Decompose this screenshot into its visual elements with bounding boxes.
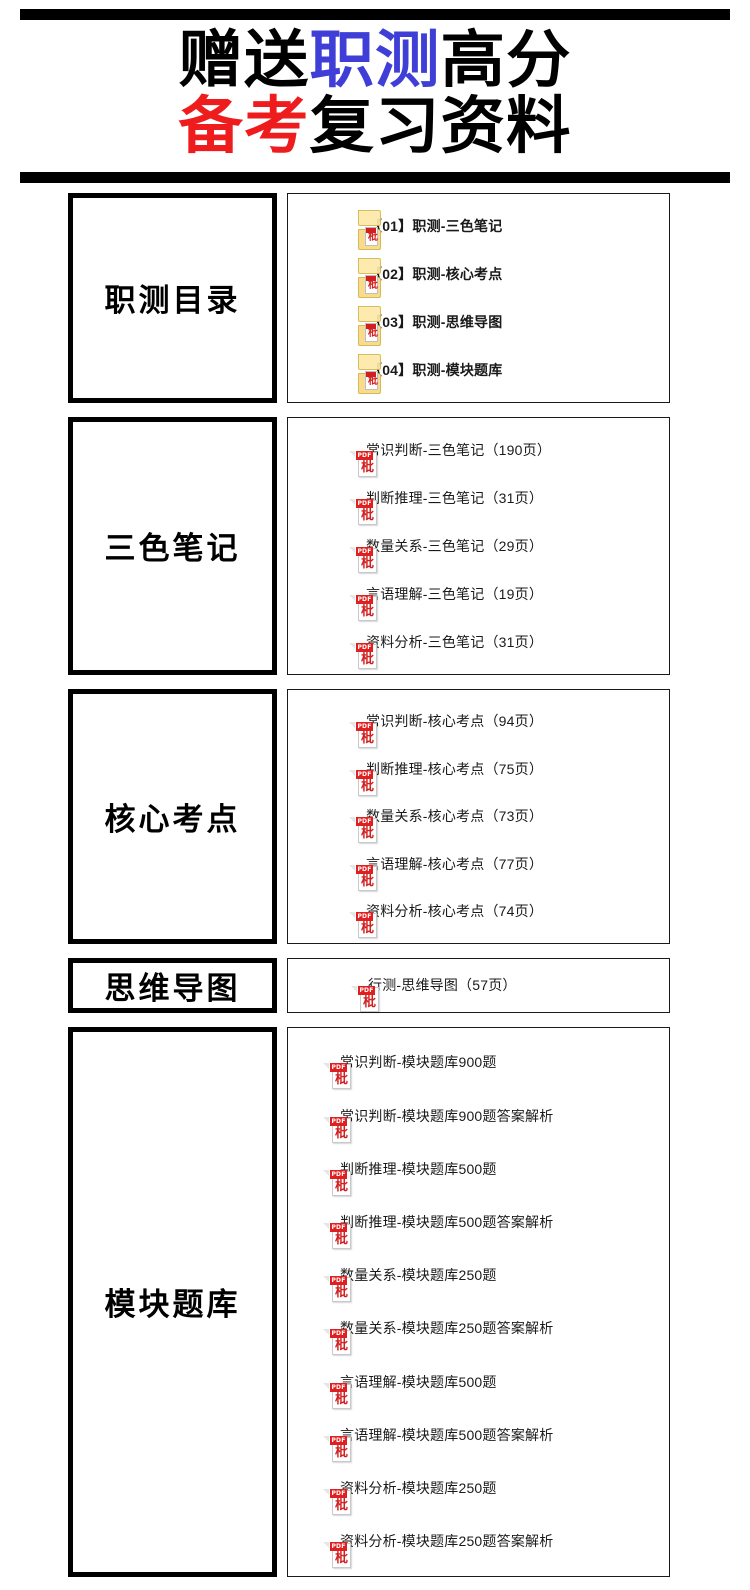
list-item[interactable]: 枇【04】职测-模块题库 [312, 346, 669, 394]
section-label-text: 职测目录 [104, 283, 241, 320]
section-label-text: 模块题库 [104, 1287, 241, 1324]
section-label-box: 模块题库 [68, 1026, 277, 1577]
list-item[interactable]: 枇【01】职测-三色笔记 [312, 202, 669, 250]
list-item-label: 资料分析-三色笔记（31页） [366, 633, 544, 650]
list-item-label: 【02】职测-核心考点 [368, 265, 503, 282]
title-line-2: 备考复习资料 [0, 93, 750, 158]
list-item-label: 【01】职测-三色笔记 [368, 217, 503, 234]
page-title: 赠送职测高分 备考复习资料 [0, 20, 750, 160]
header-rule-top [20, 9, 730, 20]
title-segment-black: 高分 [440, 23, 572, 96]
section-label-box: 三色笔记 [68, 416, 277, 675]
list-item-label: 数量关系-三色笔记（29页） [366, 537, 544, 554]
section-items-box: 枇【01】职测-三色笔记枇【02】职测-核心考点枇【03】职测-思维导图枇【04… [287, 192, 670, 403]
section-label-text: 核心考点 [104, 801, 241, 838]
section-label-text: 思维导图 [104, 970, 241, 1007]
section-label-box: 职测目录 [68, 192, 277, 403]
list-item-label: 数量关系-模块题库250题 [340, 1267, 497, 1284]
title-segment-black: 复习资料 [309, 88, 572, 162]
list-item-label: 【03】职测-思维导图 [368, 313, 503, 330]
list-item-label: 资料分析-模块题库250题答案解析 [340, 1533, 554, 1550]
list-item-label: 资料分析-核心考点（74页） [366, 902, 544, 919]
list-item-label: 判断推理-三色笔记（31页） [366, 489, 544, 506]
list-item-label: 判断推理-模块题库500题答案解析 [340, 1213, 554, 1230]
list-item-label: 常识判断-三色笔记（190页） [366, 441, 552, 458]
list-item-label: 【04】职测-模块题库 [368, 361, 503, 378]
section-label-text: 三色笔记 [104, 531, 241, 568]
list-item-label: 常识判断-模块题库900题 [340, 1054, 497, 1071]
list-item-label: 数量关系-模块题库250题答案解析 [340, 1320, 554, 1337]
sections-container: 职测目录 枇【01】职测-三色笔记枇【02】职测-核心考点枇【03】职测-思维导图… [0, 192, 750, 1577]
title-line-1: 赠送职测高分 [0, 28, 750, 92]
title-segment-blue: 职测 [309, 23, 441, 96]
title-segment-red: 备考 [178, 88, 310, 162]
list-item-label: 资料分析-模块题库250题 [340, 1479, 497, 1496]
section-label-box: 核心考点 [68, 688, 277, 944]
section-label-box: 思维导图 [68, 957, 277, 1013]
list-item[interactable]: 枇【02】职测-核心考点 [312, 250, 669, 298]
list-item-label: 言语理解-三色笔记（19页） [366, 585, 544, 602]
title-segment-black: 赠送 [178, 23, 310, 96]
page-header: 赠送职测高分 备考复习资料 [0, 9, 750, 183]
list-item-label: 行测-思维导图（57页） [368, 977, 517, 994]
header-rule-bottom [20, 171, 730, 183]
list-item-label: 判断推理-模块题库500题 [340, 1160, 497, 1177]
list-item-label: 常识判断-核心考点（94页） [366, 713, 544, 730]
list-item-label: 言语理解-核心考点（77页） [366, 855, 544, 872]
list-item-label: 言语理解-模块题库500题 [340, 1373, 497, 1390]
list-item-label: 言语理解-模块题库500题答案解析 [340, 1426, 554, 1443]
section-1: 职测目录 枇【01】职测-三色笔记枇【02】职测-核心考点枇【03】职测-思维导图… [0, 192, 750, 403]
list-item[interactable]: 枇【03】职测-思维导图 [312, 298, 669, 346]
list-item-label: 判断推理-核心考点（75页） [366, 760, 544, 777]
list-item-label: 数量关系-核心考点（73页） [366, 808, 544, 825]
list-item-label: 常识判断-模块题库900题答案解析 [340, 1107, 554, 1124]
